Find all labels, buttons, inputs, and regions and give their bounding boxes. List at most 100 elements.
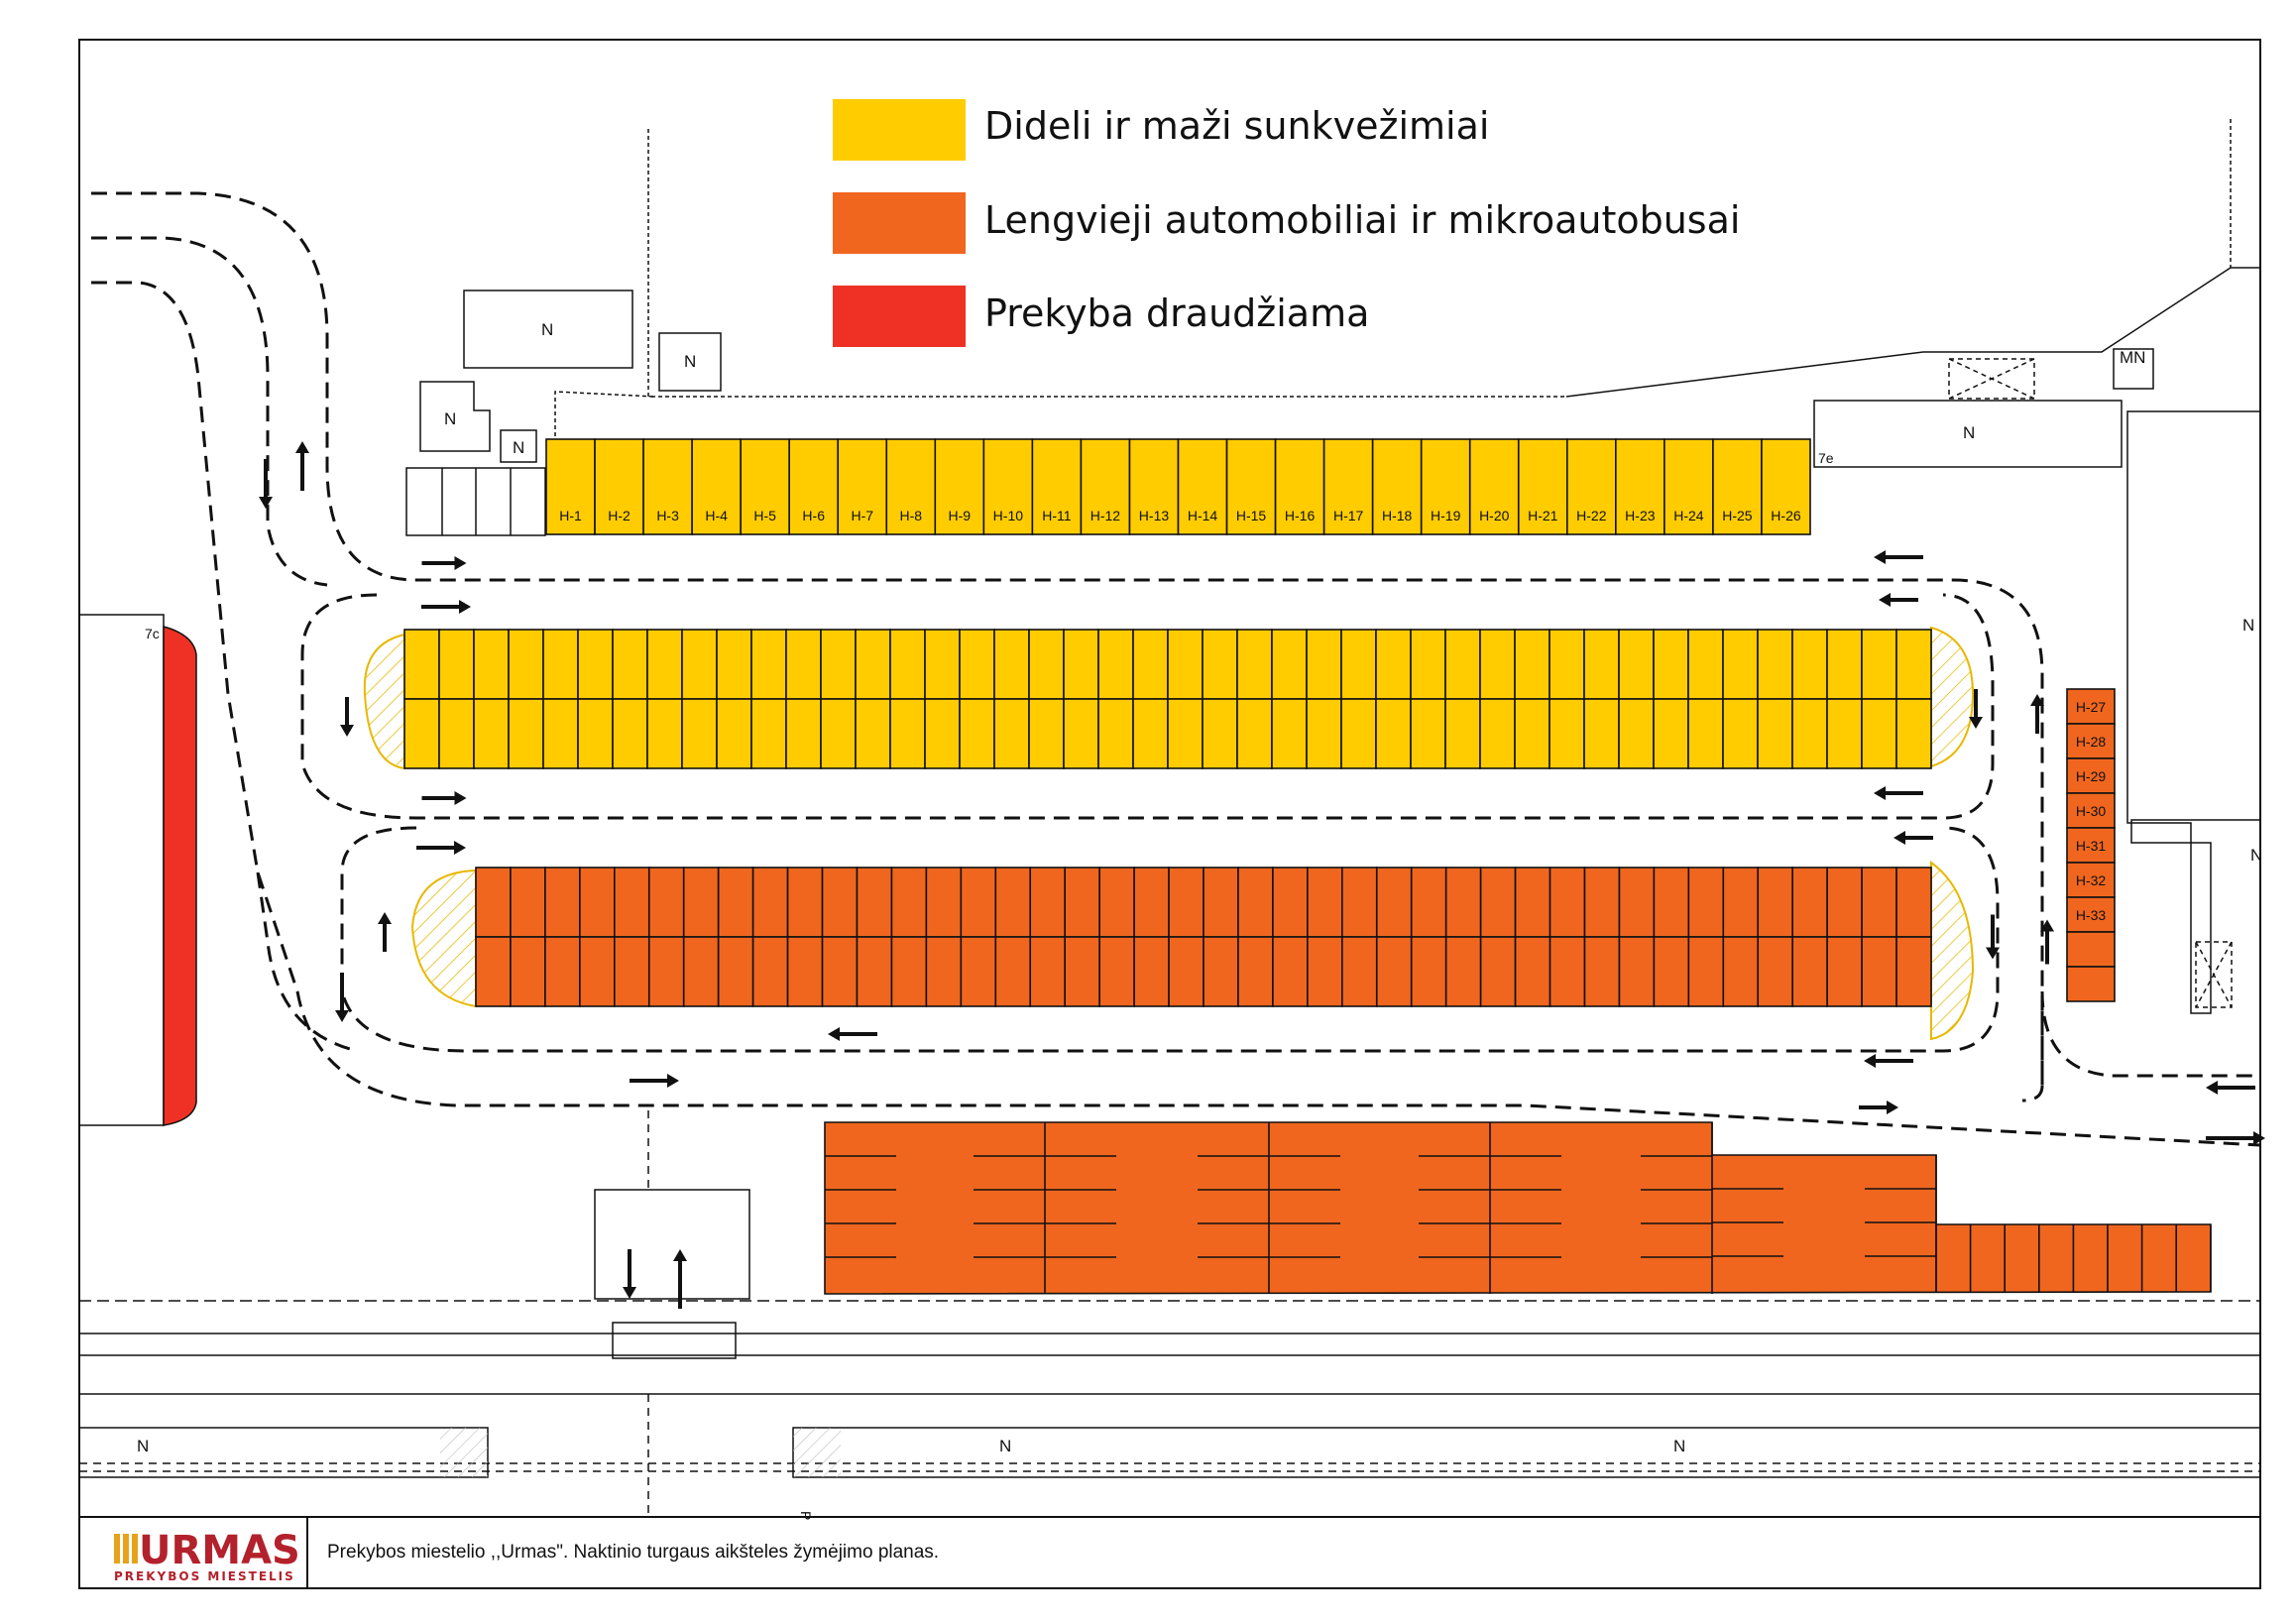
parking-spot	[1566, 438, 1617, 535]
car-spot	[510, 867, 546, 938]
spot-label: H-19	[1431, 508, 1461, 523]
truck-spot	[1202, 698, 1238, 769]
parking-spot	[691, 438, 742, 535]
car-spot	[1029, 936, 1066, 1007]
spot-label: H-4	[705, 508, 728, 523]
car-spot	[1826, 936, 1863, 1007]
car-spot	[1341, 867, 1378, 938]
car-spot	[925, 867, 963, 938]
parking-spot	[2066, 896, 2116, 933]
arrow-icon	[1879, 593, 1918, 607]
parking-spot	[885, 438, 937, 535]
truck-spot	[959, 698, 995, 769]
truck-spot	[750, 698, 787, 769]
arrow-icon	[340, 697, 354, 737]
parking-spot	[837, 438, 888, 535]
gate	[594, 1189, 750, 1300]
spot-label: H-16	[1285, 508, 1316, 523]
car-spot	[1168, 936, 1205, 1007]
spot-label: H-12	[1091, 508, 1121, 523]
parking-spot	[2066, 931, 2116, 968]
car-spot	[1722, 936, 1760, 1007]
truck-spot	[1549, 698, 1585, 769]
truck-spot	[403, 698, 440, 769]
truck-spot	[473, 698, 510, 769]
building-label: N	[513, 438, 524, 457]
gate	[612, 1322, 737, 1359]
spot-label: H-6	[802, 508, 825, 523]
car-spot	[579, 867, 616, 938]
car-spot	[1203, 936, 1239, 1007]
car-spot	[890, 936, 928, 1007]
spot-label: H-28	[2076, 734, 2107, 750]
truck-spot	[1271, 629, 1308, 700]
parking-spot	[1371, 438, 1423, 535]
truck-spot	[1583, 698, 1620, 769]
truck-spot	[993, 698, 1030, 769]
car-spot	[1203, 867, 1239, 938]
parking-spot	[934, 438, 985, 535]
car-spot	[786, 867, 824, 938]
arrow-icon	[335, 973, 349, 1022]
spot-label: H-25	[1722, 508, 1753, 523]
truck-spot	[1653, 629, 1689, 700]
brand-logo: URMAS	[139, 1528, 300, 1573]
truck-spot	[1097, 629, 1134, 700]
truck-spot	[1514, 629, 1550, 700]
truck-spot	[542, 629, 579, 700]
parking-spot	[1322, 438, 1374, 535]
car-spot	[544, 867, 581, 938]
truck-spot	[1618, 629, 1655, 700]
arrow-icon	[416, 841, 466, 855]
spot-label: H-11	[1042, 508, 1072, 523]
arrow-icon	[1986, 914, 2000, 960]
truck-spot	[1236, 629, 1273, 700]
parking-spot	[1712, 438, 1763, 535]
hatched-island	[363, 633, 405, 770]
truck-spot	[855, 698, 891, 769]
fence	[1565, 267, 2260, 398]
spot-label: H-10	[993, 508, 1024, 523]
spot-label: H-27	[2076, 699, 2107, 715]
car-spot	[994, 936, 1032, 1007]
car-spot	[1861, 936, 1897, 1007]
spot-label: H-22	[1576, 508, 1607, 523]
parking-spot	[788, 438, 840, 535]
truck-spot	[577, 629, 614, 700]
truck-spot	[1340, 629, 1377, 700]
truck-spot	[1895, 629, 1932, 700]
truck-spot	[403, 629, 440, 700]
car-spot	[647, 936, 685, 1007]
arrow-icon	[295, 441, 309, 491]
parking-spot	[1761, 438, 1811, 535]
car-spot	[475, 936, 512, 1007]
spot-label: H-7	[851, 508, 873, 523]
spot-label: H-31	[2076, 838, 2107, 854]
car-spot	[1687, 867, 1725, 938]
car-spot	[821, 867, 859, 938]
car-spot	[821, 936, 859, 1007]
logo-icon	[114, 1534, 138, 1564]
arrow-icon	[2040, 919, 2054, 965]
spot-label: H-21	[1528, 508, 1558, 523]
parking-spot	[1274, 438, 1325, 535]
spot-label: H-30	[2076, 803, 2107, 819]
truck-spot	[1063, 629, 1099, 700]
truck-spot	[1375, 629, 1412, 700]
car-lot	[824, 1121, 2212, 1295]
legend-label-trucks: Dideli ir maži sunkvežimiai	[984, 104, 1489, 148]
car-spot	[1237, 867, 1274, 938]
truck-spot	[1306, 698, 1342, 769]
car-spot	[1549, 867, 1586, 938]
car-spot	[1826, 867, 1863, 938]
parking-spot	[2066, 723, 2116, 759]
truck-spot	[1410, 698, 1446, 769]
truck-spot	[1028, 698, 1065, 769]
arrow-icon	[630, 1074, 679, 1088]
arrow-icon	[2030, 694, 2044, 734]
arrow-icon	[421, 556, 467, 570]
truck-spot	[1826, 629, 1863, 700]
building-label: N	[1963, 423, 1975, 442]
truck-spot	[1479, 629, 1516, 700]
car-spot	[682, 936, 720, 1007]
